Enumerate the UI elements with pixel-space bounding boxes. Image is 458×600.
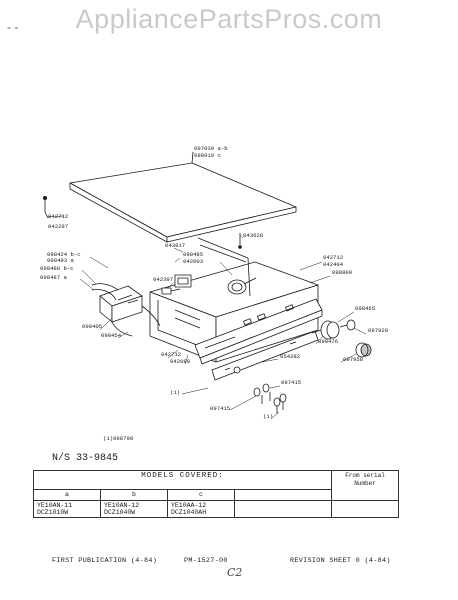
top-panel: [69, 151, 297, 243]
part-callout: (1): [170, 389, 180, 396]
model-code: YE10AN-11: [37, 502, 73, 509]
watermark: AppliancePartsPros.com: [75, 4, 383, 34]
part-callout: 098919 c: [194, 152, 221, 159]
revision-sheet: REVISION SHEET 0 (4-84): [290, 557, 391, 565]
part-callout: 043628: [243, 232, 263, 239]
model-code: DCZ1040AH: [171, 509, 207, 516]
selector-switch: [174, 274, 192, 288]
column-a: a: [33, 489, 101, 501]
part-callout: 098487 a: [40, 274, 67, 281]
part-callout: 042712: [48, 213, 68, 220]
model-cell-blank: [234, 500, 332, 518]
model-code: YE10AA-12: [171, 502, 207, 509]
part-callout: 098424 b-c: [47, 251, 81, 258]
part-callout: 042397: [153, 276, 173, 283]
part-callout: 042003: [183, 258, 203, 265]
part-callout: 042712: [323, 254, 343, 261]
column-blank: [234, 489, 332, 501]
part-callout: (1)098790: [103, 435, 134, 442]
part-callout: 097958: [343, 356, 363, 363]
timer-motor: [227, 277, 257, 295]
ns-number: N/S 33-9845: [52, 453, 119, 464]
first-publication: FIRST PUBLICATION (4-84): [52, 557, 158, 565]
push-button-pair: [253, 383, 271, 404]
part-callout: 654282: [280, 353, 300, 360]
screw-top-left: [43, 195, 49, 219]
part-callout: 098405: [82, 323, 102, 330]
model-cell-a: YE10AN-11 DCZ1010W: [33, 500, 101, 518]
part-callout: 098488 b-c: [40, 265, 74, 272]
part-callout: 097928: [368, 327, 388, 334]
knob-large: [311, 320, 340, 340]
part-callout: (1): [263, 413, 273, 420]
column-c: c: [167, 489, 235, 501]
knob-small: [339, 319, 356, 331]
part-callout: 042098: [170, 358, 190, 365]
control-panel-overlay: [194, 298, 323, 365]
part-callout: 097039 a-b: [194, 145, 228, 152]
models-header: MODELS COVERED:: [33, 470, 332, 490]
terminal-block: [99, 285, 143, 323]
wire-harness: [91, 283, 161, 337]
indicator-light: [233, 366, 241, 374]
part-callout: 098454: [101, 332, 122, 339]
column-b: b: [100, 489, 168, 501]
push-switch: [161, 287, 181, 295]
part-callout: 098485: [183, 251, 203, 258]
model-code: DCZ1040W: [104, 509, 136, 516]
model-code: DCZ1010W: [37, 509, 69, 516]
part-callout: 098493 a: [47, 257, 74, 264]
part-callout: 098476: [318, 338, 338, 345]
models-covered-table: MODELS COVERED: From serial Number a b c…: [33, 470, 399, 518]
leader-lines: [47, 215, 367, 419]
part-callout: 042712: [161, 351, 181, 358]
part-callout: 097415: [210, 405, 230, 412]
model-cell-b: YE10AN-12 DCZ1040W: [100, 500, 168, 518]
part-callout: 098465: [355, 305, 375, 312]
part-manual-number: PM-1527-00: [184, 557, 228, 565]
part-callout: 043817: [165, 242, 185, 249]
knob-timer: [355, 342, 372, 358]
serial-cell: [331, 500, 399, 518]
model-cell-c: YE10AA-12 DCZ1040AH: [167, 500, 235, 518]
part-callout: 042404: [323, 261, 344, 268]
margin-mark: - -: [7, 20, 19, 34]
part-callout: 097415: [281, 379, 301, 386]
model-code: YE10AN-12: [104, 502, 140, 509]
part-callout: 042297: [48, 223, 68, 230]
button-small-pair: [273, 393, 287, 414]
part-callout: 098800: [332, 269, 353, 276]
handwritten-mark: C2: [227, 566, 243, 579]
serial-header: From serial Number: [331, 470, 399, 501]
